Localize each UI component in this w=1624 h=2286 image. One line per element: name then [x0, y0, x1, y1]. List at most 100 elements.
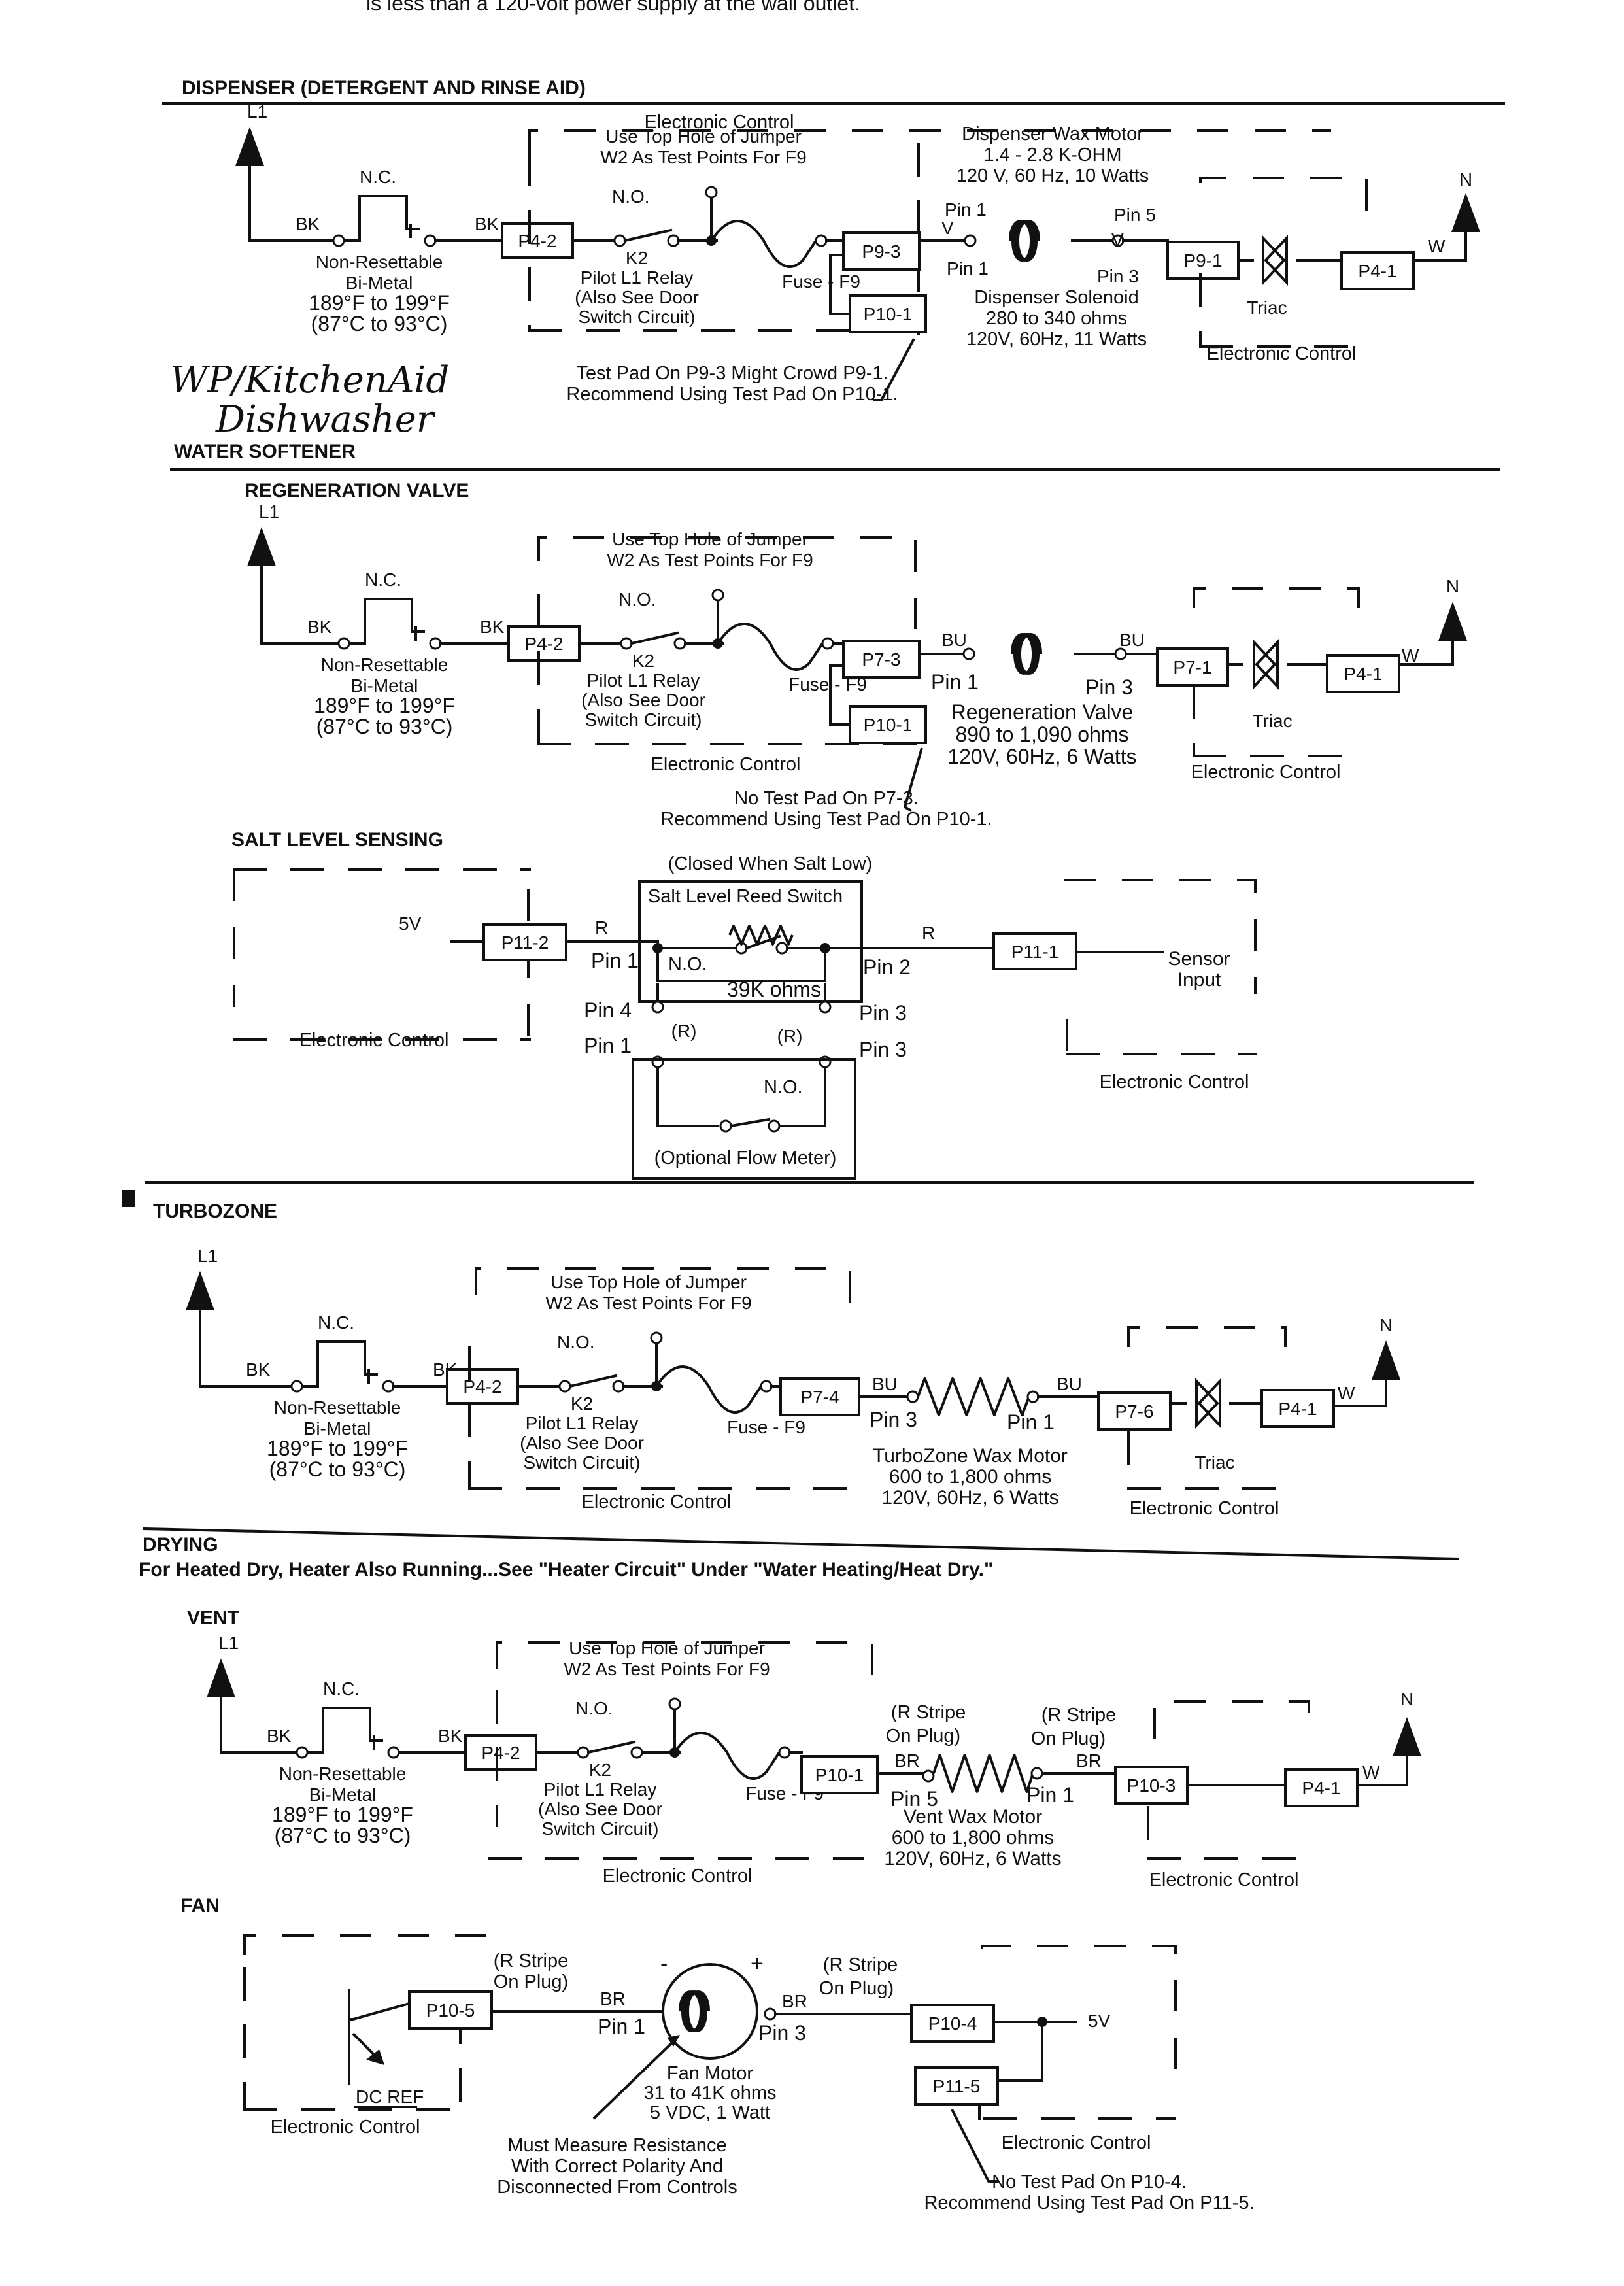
connector-p4-1-label: P4-1 — [1344, 664, 1382, 684]
margin-mark — [122, 1190, 135, 1207]
fuse-icon — [717, 623, 824, 671]
label: W — [1428, 236, 1446, 256]
label: Bi-Metal — [351, 675, 418, 696]
wire — [829, 664, 850, 726]
label: Electronic Control — [1130, 1498, 1279, 1519]
wire — [630, 631, 679, 645]
power-arrow-icon — [186, 1271, 214, 1310]
label: (R Stripe — [494, 1951, 568, 1971]
label: (Also See Door — [575, 287, 699, 307]
terminal — [962, 647, 975, 660]
label: (87°C to 93°C) — [316, 715, 453, 738]
label: N.C. — [323, 1679, 360, 1699]
label: Non-Resettable — [316, 252, 443, 272]
connector-p4-2 — [501, 222, 574, 259]
connector-p11-1-label: P11-1 — [1011, 942, 1059, 962]
label: Must Measure Resistance — [507, 2135, 726, 2156]
label: Fan Motor — [667, 2063, 753, 2084]
wire — [142, 1527, 1460, 1561]
wire — [199, 1310, 292, 1388]
wire — [586, 1740, 636, 1754]
label: Input — [1177, 969, 1221, 991]
terminal — [337, 637, 350, 650]
connector-p10-1 — [849, 294, 927, 333]
control-boundary — [537, 536, 917, 641]
label: 189°F to 199°F — [309, 291, 450, 315]
connector-p10-5-label: P10-5 — [426, 2000, 475, 2021]
label: Bi-Metal — [309, 1784, 377, 1805]
label: K2 — [626, 248, 648, 268]
label: W — [1362, 1762, 1380, 1783]
label: N.O. — [764, 1077, 803, 1098]
connector-p11-5-label: P11-5 — [933, 2076, 981, 2096]
section-title: DRYING — [143, 1534, 218, 1556]
control-boundary — [243, 1934, 488, 1955]
label: 5V — [399, 913, 422, 934]
connector-p4-1-label: P4-1 — [1358, 261, 1396, 281]
label: Pin 1 — [945, 199, 987, 220]
connector-p4-2-label: P4-2 — [463, 1376, 501, 1397]
label: Pin 3 — [859, 1001, 907, 1025]
label: Pilot L1 Relay — [544, 1779, 657, 1800]
wax-motor-resistor-icon — [917, 1377, 1030, 1416]
label: BU — [1057, 1374, 1082, 1394]
connector-p9-3-label: P9-3 — [862, 241, 900, 262]
wire — [779, 1067, 826, 1127]
connector-p11-2 — [482, 923, 567, 961]
label: Vent Wax Motor — [904, 1806, 1042, 1828]
label: Non-Resettable — [274, 1397, 401, 1418]
leader-arrow-icon — [667, 2035, 680, 2047]
label: Pin 2 — [863, 955, 911, 979]
control-boundary — [1153, 1700, 1310, 1739]
label: BK — [438, 1726, 463, 1746]
label: 120V, 60Hz, 11 Watts — [966, 329, 1147, 350]
wire — [568, 1374, 618, 1388]
wire — [729, 1117, 771, 1128]
label: Electronic Control — [645, 112, 794, 133]
label: (Also See Door — [581, 690, 705, 710]
label: Recommend Using Test Pad On P11-5. — [924, 2192, 1254, 2213]
connector-p11-1 — [992, 932, 1077, 970]
handwritten-note: Dishwasher — [215, 398, 436, 441]
label: Electronic Control — [1002, 2132, 1151, 2153]
terminal — [775, 942, 788, 955]
leader-line — [904, 747, 923, 812]
label: Triac — [1252, 711, 1292, 731]
label: DC REF — [356, 2087, 424, 2107]
label: N.O. — [612, 186, 650, 207]
connector-p7-3 — [842, 640, 921, 679]
label: 280 to 340 ohms — [986, 308, 1127, 329]
connector-p10-1-label: P10-1 — [864, 304, 913, 324]
connector-p4-1 — [1326, 654, 1400, 693]
label: - — [660, 1951, 668, 1976]
wire — [999, 2022, 1043, 2082]
label: Test Pad On P9-3 Might Crowd P9-1. — [576, 363, 888, 384]
connector-p7-1-label: P7-1 — [1173, 657, 1211, 677]
label: BU — [941, 630, 967, 650]
triac-icon — [1264, 234, 1288, 286]
terminal — [630, 1746, 643, 1759]
label: Dispenser Wax Motor — [962, 124, 1143, 145]
connector-p7-6-label: P7-6 — [1115, 1401, 1153, 1422]
label: Switch Circuit) — [585, 709, 702, 730]
label: Pin 1 — [1026, 1783, 1074, 1807]
label: R — [922, 923, 935, 943]
connector-p4-1-label: P4-1 — [1302, 1778, 1340, 1798]
terminal — [906, 1390, 919, 1403]
connector-p4-2-label: P4-2 — [481, 1743, 520, 1763]
power-arrow-icon — [1393, 1717, 1421, 1756]
label: Pin 1 — [931, 670, 979, 694]
terminal — [558, 1380, 571, 1393]
label: Switch Circuit) — [579, 307, 696, 327]
label: (R Stripe — [891, 1702, 966, 1723]
label: Pilot L1 Relay — [581, 267, 694, 288]
power-arrow-icon — [207, 1658, 235, 1697]
connector-p4-1 — [1260, 1389, 1335, 1428]
terminal — [815, 234, 828, 247]
connector-p7-1 — [1156, 647, 1229, 687]
label: N.O. — [575, 1698, 613, 1718]
power-arrow-icon — [1451, 193, 1480, 232]
transistor-arrow-icon — [366, 2049, 384, 2065]
connector-p10-5 — [408, 1990, 493, 2030]
label: (Also See Door — [538, 1799, 662, 1819]
